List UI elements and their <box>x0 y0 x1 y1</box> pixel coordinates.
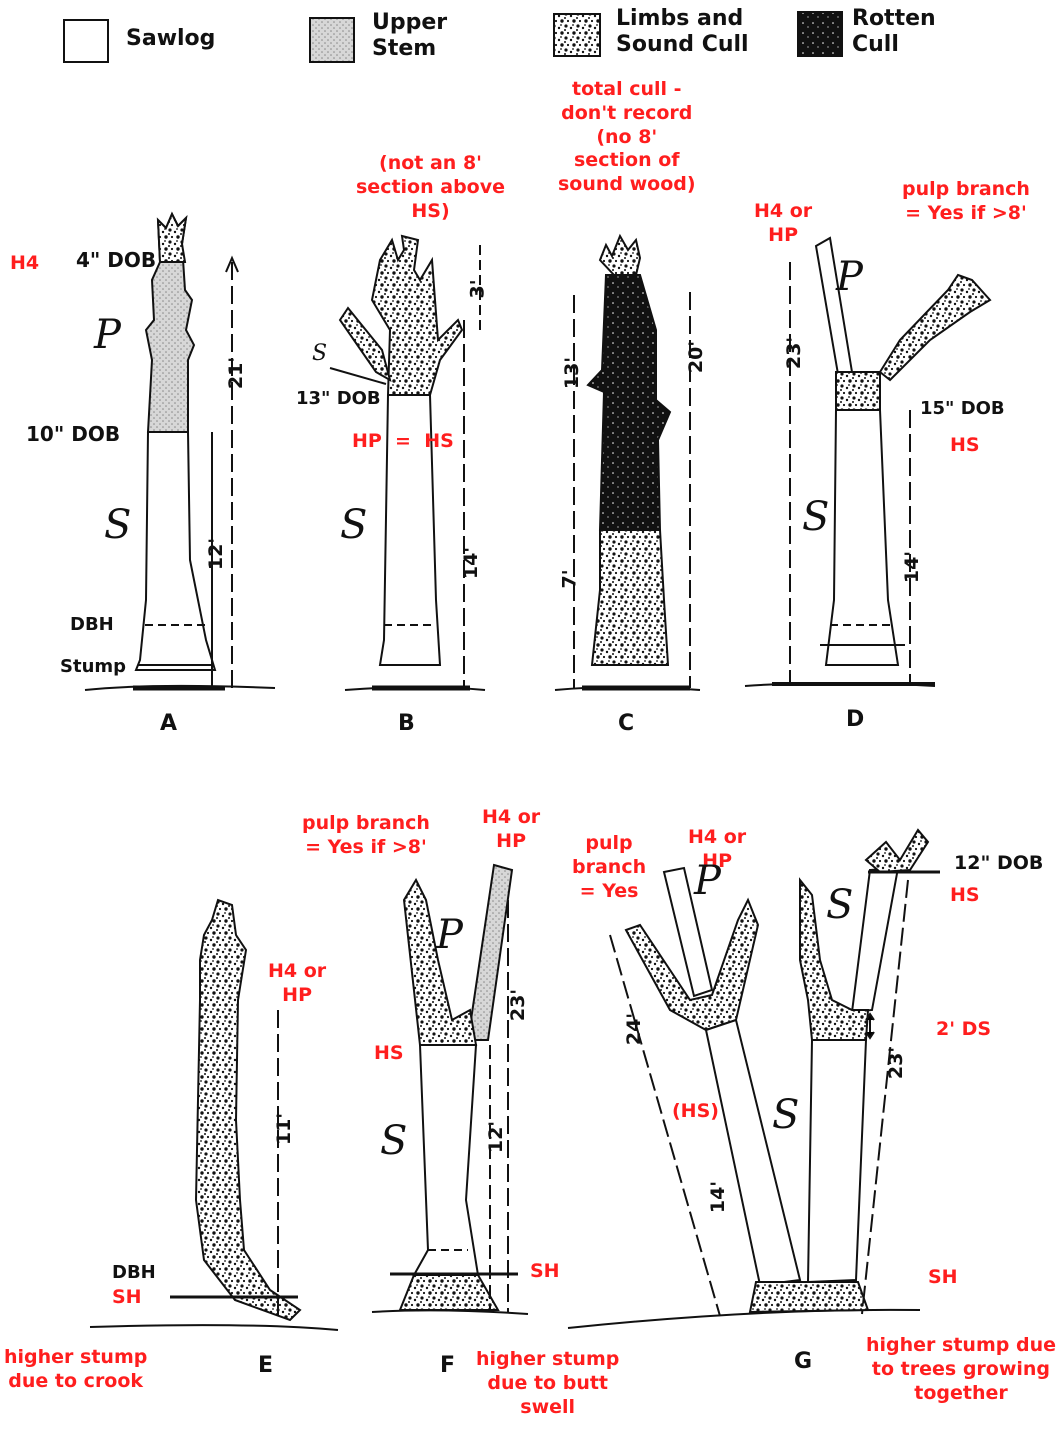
tree-c-dim-20: 20' <box>685 341 707 373</box>
tree-c <box>574 236 690 688</box>
tree-f-saw-mark: S <box>380 1116 407 1166</box>
tree-a-pulp-mark: P <box>94 310 121 360</box>
tree-g-dim-24: 24' <box>623 1013 645 1045</box>
tree-d-dim-14: 14' <box>901 551 923 583</box>
legend-label-limbs-sound-cull: Limbs and Sound Cull <box>616 6 749 59</box>
tree-b-saw-mark-small: S <box>312 340 327 368</box>
tree-b-dob: 13" DOB <box>296 388 381 411</box>
tree-g-note: higher stump due to trees growing togeth… <box>866 1334 1056 1405</box>
tree-e-h4-hp: H4 or HP <box>268 960 326 1008</box>
tree-e-dbh: DBH <box>112 1262 156 1285</box>
tree-b-hp-hs: HP = HS <box>352 430 454 454</box>
ground-line <box>90 1310 920 1330</box>
tree-a-top-dob: 4" DOB <box>76 248 156 273</box>
tree-f-sh: SH <box>530 1260 560 1284</box>
tree-g-saw-mark-lower: S <box>772 1090 799 1140</box>
tree-f-letter: F <box>440 1352 455 1380</box>
tree-b-dim-3: 3' <box>467 279 489 298</box>
tree-g-dim-14: 14' <box>707 1181 729 1213</box>
tree-g-ds: 2' DS <box>936 1018 991 1042</box>
tree-e-sh: SH <box>112 1286 142 1310</box>
legend-label-rotten-cull: Rotten Cull <box>852 6 936 59</box>
tree-a-h4-label: H4 <box>10 252 39 276</box>
tree-e-dim-11: 11' <box>273 1113 295 1145</box>
tree-f-pulp-branch: pulp branch = Yes if >8' <box>302 812 430 860</box>
tree-a-dim-12: 12' <box>205 538 227 570</box>
tree-c-note: total cull - don't record (no 8' section… <box>558 78 696 197</box>
tree-g-hs-paren: (HS) <box>672 1100 719 1124</box>
tree-a-stump-label: Stump <box>60 656 126 679</box>
tree-d-letter: D <box>846 706 864 734</box>
tree-g-hs: HS <box>950 884 980 908</box>
tree-d-pulp-mark: P <box>836 252 863 302</box>
legend-label-upper-stem: Upper Stem <box>372 10 447 63</box>
legend-swatch-limbs <box>554 14 600 56</box>
tree-b-dim-14: 14' <box>460 547 482 579</box>
tree-d-hs: HS <box>950 434 980 458</box>
tree-a-dbh-label: DBH <box>70 614 114 637</box>
tree-f-dim-23: 23' <box>507 989 529 1021</box>
tree-e-letter: E <box>258 1352 273 1380</box>
tree-d-dim-23: 23' <box>783 337 805 369</box>
tree-c-dim-7: 7' <box>559 569 581 588</box>
tree-f-hs: HS <box>374 1042 404 1066</box>
tree-d-pulp-branch: pulp branch = Yes if >8' <box>902 178 1030 226</box>
tree-f-dim-12: 12' <box>485 1121 507 1153</box>
tree-g-pulp-mark: P <box>694 856 721 906</box>
tree-a-mid-dob: 10" DOB <box>26 422 120 447</box>
tree-g-saw-mark-upper: S <box>826 880 853 930</box>
tree-a-saw-mark: S <box>104 500 131 550</box>
tree-d <box>772 238 990 684</box>
legend-swatch-upper-stem <box>310 18 354 62</box>
tree-g-pulp-branch: pulp branch = Yes <box>572 832 646 903</box>
tree-d-h4-hp: H4 or HP <box>754 200 812 248</box>
tree-b-letter: B <box>398 710 415 738</box>
tree-e-note: higher stump due to crook <box>4 1346 147 1394</box>
tree-a-dim-21: 21' <box>225 357 247 389</box>
tree-c-letter: C <box>618 710 634 738</box>
tree-f-h4-hp: H4 or HP <box>482 806 540 854</box>
tree-g-letter: G <box>794 1348 812 1376</box>
tree-b <box>330 236 480 688</box>
tree-a <box>133 214 238 688</box>
tree-g-sh: SH <box>928 1266 958 1290</box>
tree-g-dob: 12" DOB <box>954 852 1043 876</box>
tree-b-saw-mark: S <box>340 500 367 550</box>
tree-g-dim-23: 23' <box>885 1047 907 1079</box>
tree-c-dim-13: 13' <box>561 357 583 389</box>
tree-d-dob: 15" DOB <box>920 398 1005 421</box>
tree-d-saw-mark: S <box>802 492 829 542</box>
tree-b-note: (not an 8' section above HS) <box>356 152 505 223</box>
legend-swatch-sawlog <box>64 20 108 62</box>
tree-f-note: higher stump due to butt swell <box>476 1348 619 1419</box>
tree-f-pulp-mark: P <box>436 910 463 960</box>
legend-swatch-rotten <box>798 12 842 56</box>
tree-a-letter: A <box>160 710 177 738</box>
legend-label-sawlog: Sawlog <box>126 26 215 52</box>
